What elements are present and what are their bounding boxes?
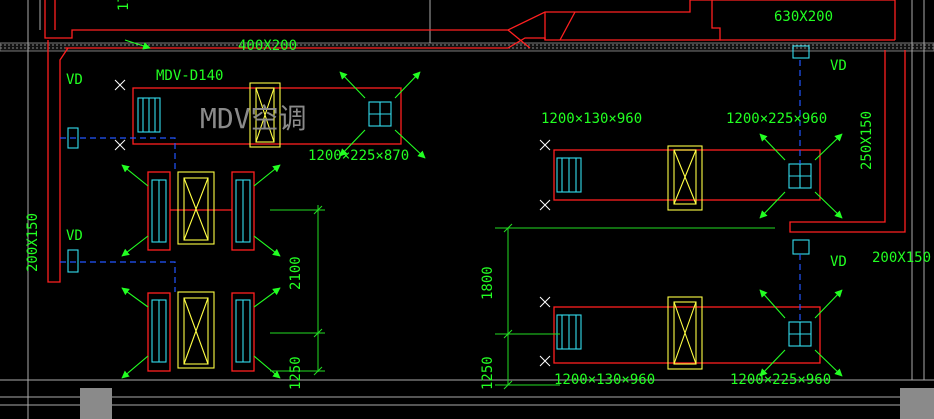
right-lower-duct: [553, 306, 821, 364]
left-riser-duct: [47, 40, 69, 283]
upper-supply-size-label: 1200×225×960: [726, 111, 827, 127]
dim-1800-label: 1800: [480, 266, 496, 300]
column-right: [900, 388, 934, 419]
upper-return-size-label: 1200×130×960: [541, 111, 642, 127]
main-duct-size-label: 400X200: [238, 38, 297, 54]
left-lower-units: [147, 292, 255, 372]
right-upper-duct: [553, 149, 821, 201]
dim-1250-left-label: 1250: [288, 356, 304, 390]
dim-2100-label: 2100: [288, 256, 304, 290]
right-riser-size-label: 250X150: [859, 111, 875, 170]
return-grille: [137, 97, 582, 363]
flex-connector-marks: [114, 79, 551, 367]
vd-label-left-lower: VD: [66, 228, 83, 244]
left-riser-size-label: 200X150: [25, 213, 41, 272]
wall-band: [0, 42, 934, 52]
column-left: [80, 388, 112, 419]
lower-return-size-label: 1200×130×960: [554, 372, 655, 388]
airflow-arrows: [121, 39, 843, 379]
right-riser-duct: [789, 50, 906, 233]
left-diffuser-size-label: 1200×225×870: [308, 148, 409, 164]
top-duct-size-label: 630X200: [774, 9, 833, 25]
dimension-lines: [270, 205, 775, 390]
vd-label-left-upper: VD: [66, 72, 83, 88]
unit-tag-label: MDV-D140: [156, 68, 223, 84]
main-supply-duct: [44, 0, 896, 49]
left-upper-units: [147, 171, 255, 251]
diffuser-square: [67, 45, 812, 347]
right-branch-size-label: 200X150: [872, 250, 931, 266]
vd-label-right-lower: VD: [830, 254, 847, 270]
vd-label-right-upper: VD: [830, 58, 847, 74]
watermark-label: MDV空调: [200, 102, 307, 135]
lower-supply-size-label: 1200×225×960: [730, 372, 831, 388]
fan-coil-unit: [177, 82, 703, 370]
drain-pipe: [60, 60, 801, 322]
top-fragment-label: 17: [116, 0, 132, 11]
dim-1250-right-label: 1250: [480, 356, 496, 390]
